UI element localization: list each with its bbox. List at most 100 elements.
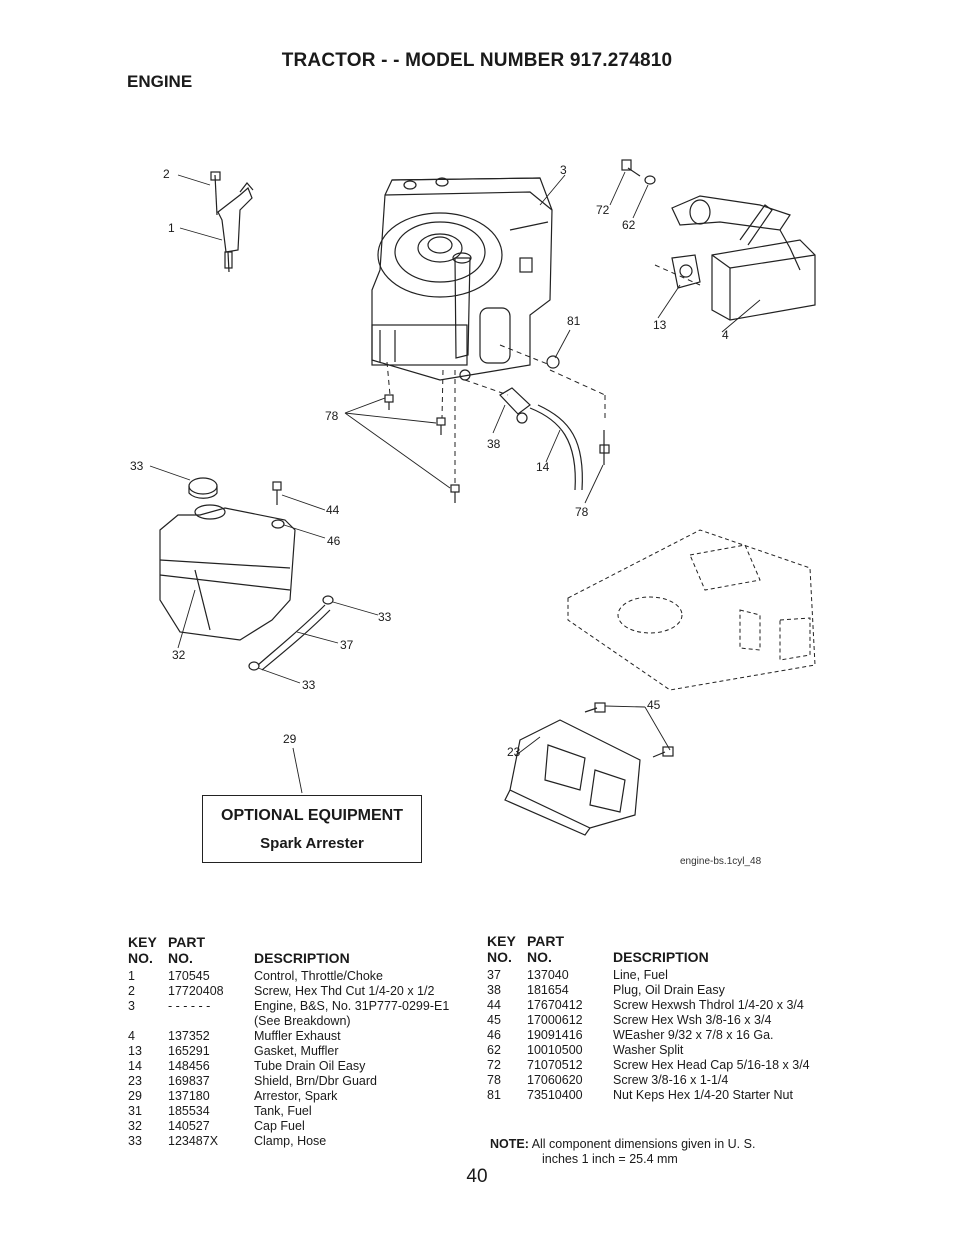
callout-1: 1 xyxy=(168,221,175,235)
header-description: DESCRIPTION xyxy=(254,950,350,966)
callout-3: 3 xyxy=(560,163,567,177)
part-no: 123487X xyxy=(168,1134,219,1148)
key-no: 72 xyxy=(487,1058,501,1072)
throttle-control-part xyxy=(210,171,254,273)
part-no: 17670412 xyxy=(527,998,583,1012)
part-no: 137040 xyxy=(527,968,569,982)
table-row: (See Breakdown) xyxy=(128,1014,488,1029)
leader-lines xyxy=(149,171,761,794)
header-key-top: KEY xyxy=(487,933,516,949)
part-no: 137352 xyxy=(168,1029,210,1043)
key-no: 4 xyxy=(128,1029,135,1043)
key-no: 13 xyxy=(128,1044,142,1058)
header-part-bottom: NO. xyxy=(527,949,552,965)
callout-33-bottom: 33 xyxy=(302,678,316,692)
callout-33-top: 33 xyxy=(378,610,392,624)
part-no: 73510400 xyxy=(527,1088,583,1102)
section-title: ENGINE xyxy=(127,72,193,91)
key-no: 3 xyxy=(128,999,135,1013)
part-no: 165291 xyxy=(168,1044,210,1058)
optional-equipment-title: OPTIONAL EQUIPMENT xyxy=(221,807,403,824)
part-no: 17000612 xyxy=(527,1013,583,1027)
description: Screw 3/8-16 x 1-1/4 xyxy=(613,1073,729,1087)
description: Cap Fuel xyxy=(254,1119,305,1133)
part-no: 17060620 xyxy=(527,1073,583,1087)
key-no: 33 xyxy=(128,1134,142,1148)
frame-plate xyxy=(567,529,816,691)
part-no: 181654 xyxy=(527,983,569,997)
engine-exploded-diagram xyxy=(149,159,816,836)
key-no: 78 xyxy=(487,1073,501,1087)
description: Screw Hex Head Cap 5/16-18 x 3/4 xyxy=(613,1058,810,1072)
table-row: 78 17060620 Screw 3/8-16 x 1-1/4 xyxy=(487,1073,847,1088)
fuel-tank-parts xyxy=(159,477,296,641)
header-key-bottom: NO. xyxy=(128,950,153,966)
note-line1: All component dimensions given in U. S. xyxy=(531,1137,756,1151)
description: WEasher 9/32 x 7/8 x 16 Ga. xyxy=(613,1028,774,1042)
key-no: 2 xyxy=(128,984,135,998)
nut-81-part xyxy=(546,355,560,369)
description: (See Breakdown) xyxy=(254,1014,351,1028)
table-row: 32 140527 Cap Fuel xyxy=(128,1119,488,1134)
callout-44: 44 xyxy=(326,503,340,517)
table-row: 1 170545 Control, Throttle/Choke xyxy=(128,969,488,984)
callout-32: 33 xyxy=(130,459,144,473)
part-no: 170545 xyxy=(168,969,210,983)
table-row: 72 71070512 Screw Hex Head Cap 5/16-18 x 3… xyxy=(487,1058,847,1073)
description: Tube Drain Oil Easy xyxy=(254,1059,366,1073)
fuel-line-parts xyxy=(248,595,334,671)
note-label: NOTE: xyxy=(490,1137,529,1151)
callout-29: 29 xyxy=(283,732,297,746)
header-part-top: PART xyxy=(168,934,206,950)
callout-78-muffler: 78 xyxy=(575,505,589,519)
callout-4: 4 xyxy=(722,328,729,342)
table-row: 3- - - - - -Engine, B&S, No. 31P777-0299… xyxy=(128,999,488,1014)
callout-38: 38 xyxy=(487,437,501,451)
description: Control, Throttle/Choke xyxy=(254,969,383,983)
key-no: 46 xyxy=(487,1028,501,1042)
part-no: 137180 xyxy=(168,1089,210,1103)
key-no: 81 xyxy=(487,1088,501,1102)
key-no: 1 xyxy=(128,969,135,983)
key-no: 37 xyxy=(487,968,501,982)
part-no: 71070512 xyxy=(527,1058,583,1072)
header-description: DESCRIPTION xyxy=(613,949,709,965)
description: Gasket, Muffler xyxy=(254,1044,339,1058)
callout-2: 2 xyxy=(163,167,170,181)
key-no: 62 xyxy=(487,1043,501,1057)
header-key-top: KEY xyxy=(128,934,157,950)
page-title: TRACTOR - - MODEL NUMBER 917.274810 xyxy=(281,50,673,71)
key-no: 32 xyxy=(128,1119,142,1133)
part-no: - - - - - - xyxy=(168,999,211,1013)
screw-78-parts xyxy=(384,394,610,503)
callout-31: 32 xyxy=(172,648,186,662)
description: Muffler Exhaust xyxy=(254,1029,341,1043)
part-no: 140527 xyxy=(168,1119,210,1133)
header-key-bottom: NO. xyxy=(487,949,512,965)
dimension-note: NOTE: All component dimensions given in … xyxy=(490,1137,755,1167)
assembly-lines xyxy=(386,264,701,485)
description: Arrestor, Spark xyxy=(254,1089,338,1103)
note-line2: inches 1 inch = 25.4 mm xyxy=(542,1152,678,1166)
header-part-top: PART xyxy=(527,933,565,949)
key-no: 31 xyxy=(128,1104,142,1118)
key-no: 23 xyxy=(128,1074,142,1088)
description: Screw, Hex Thd Cut 1/4-20 x 1/2 xyxy=(254,984,435,998)
callout-81: 81 xyxy=(567,314,581,328)
table-row: 4 137352 Muffler Exhaust xyxy=(128,1029,488,1044)
part-no: 148456 xyxy=(168,1059,210,1073)
optional-equipment-item: Spark Arrester xyxy=(260,835,364,852)
description: Shield, Brn/Dbr Guard xyxy=(254,1074,377,1088)
